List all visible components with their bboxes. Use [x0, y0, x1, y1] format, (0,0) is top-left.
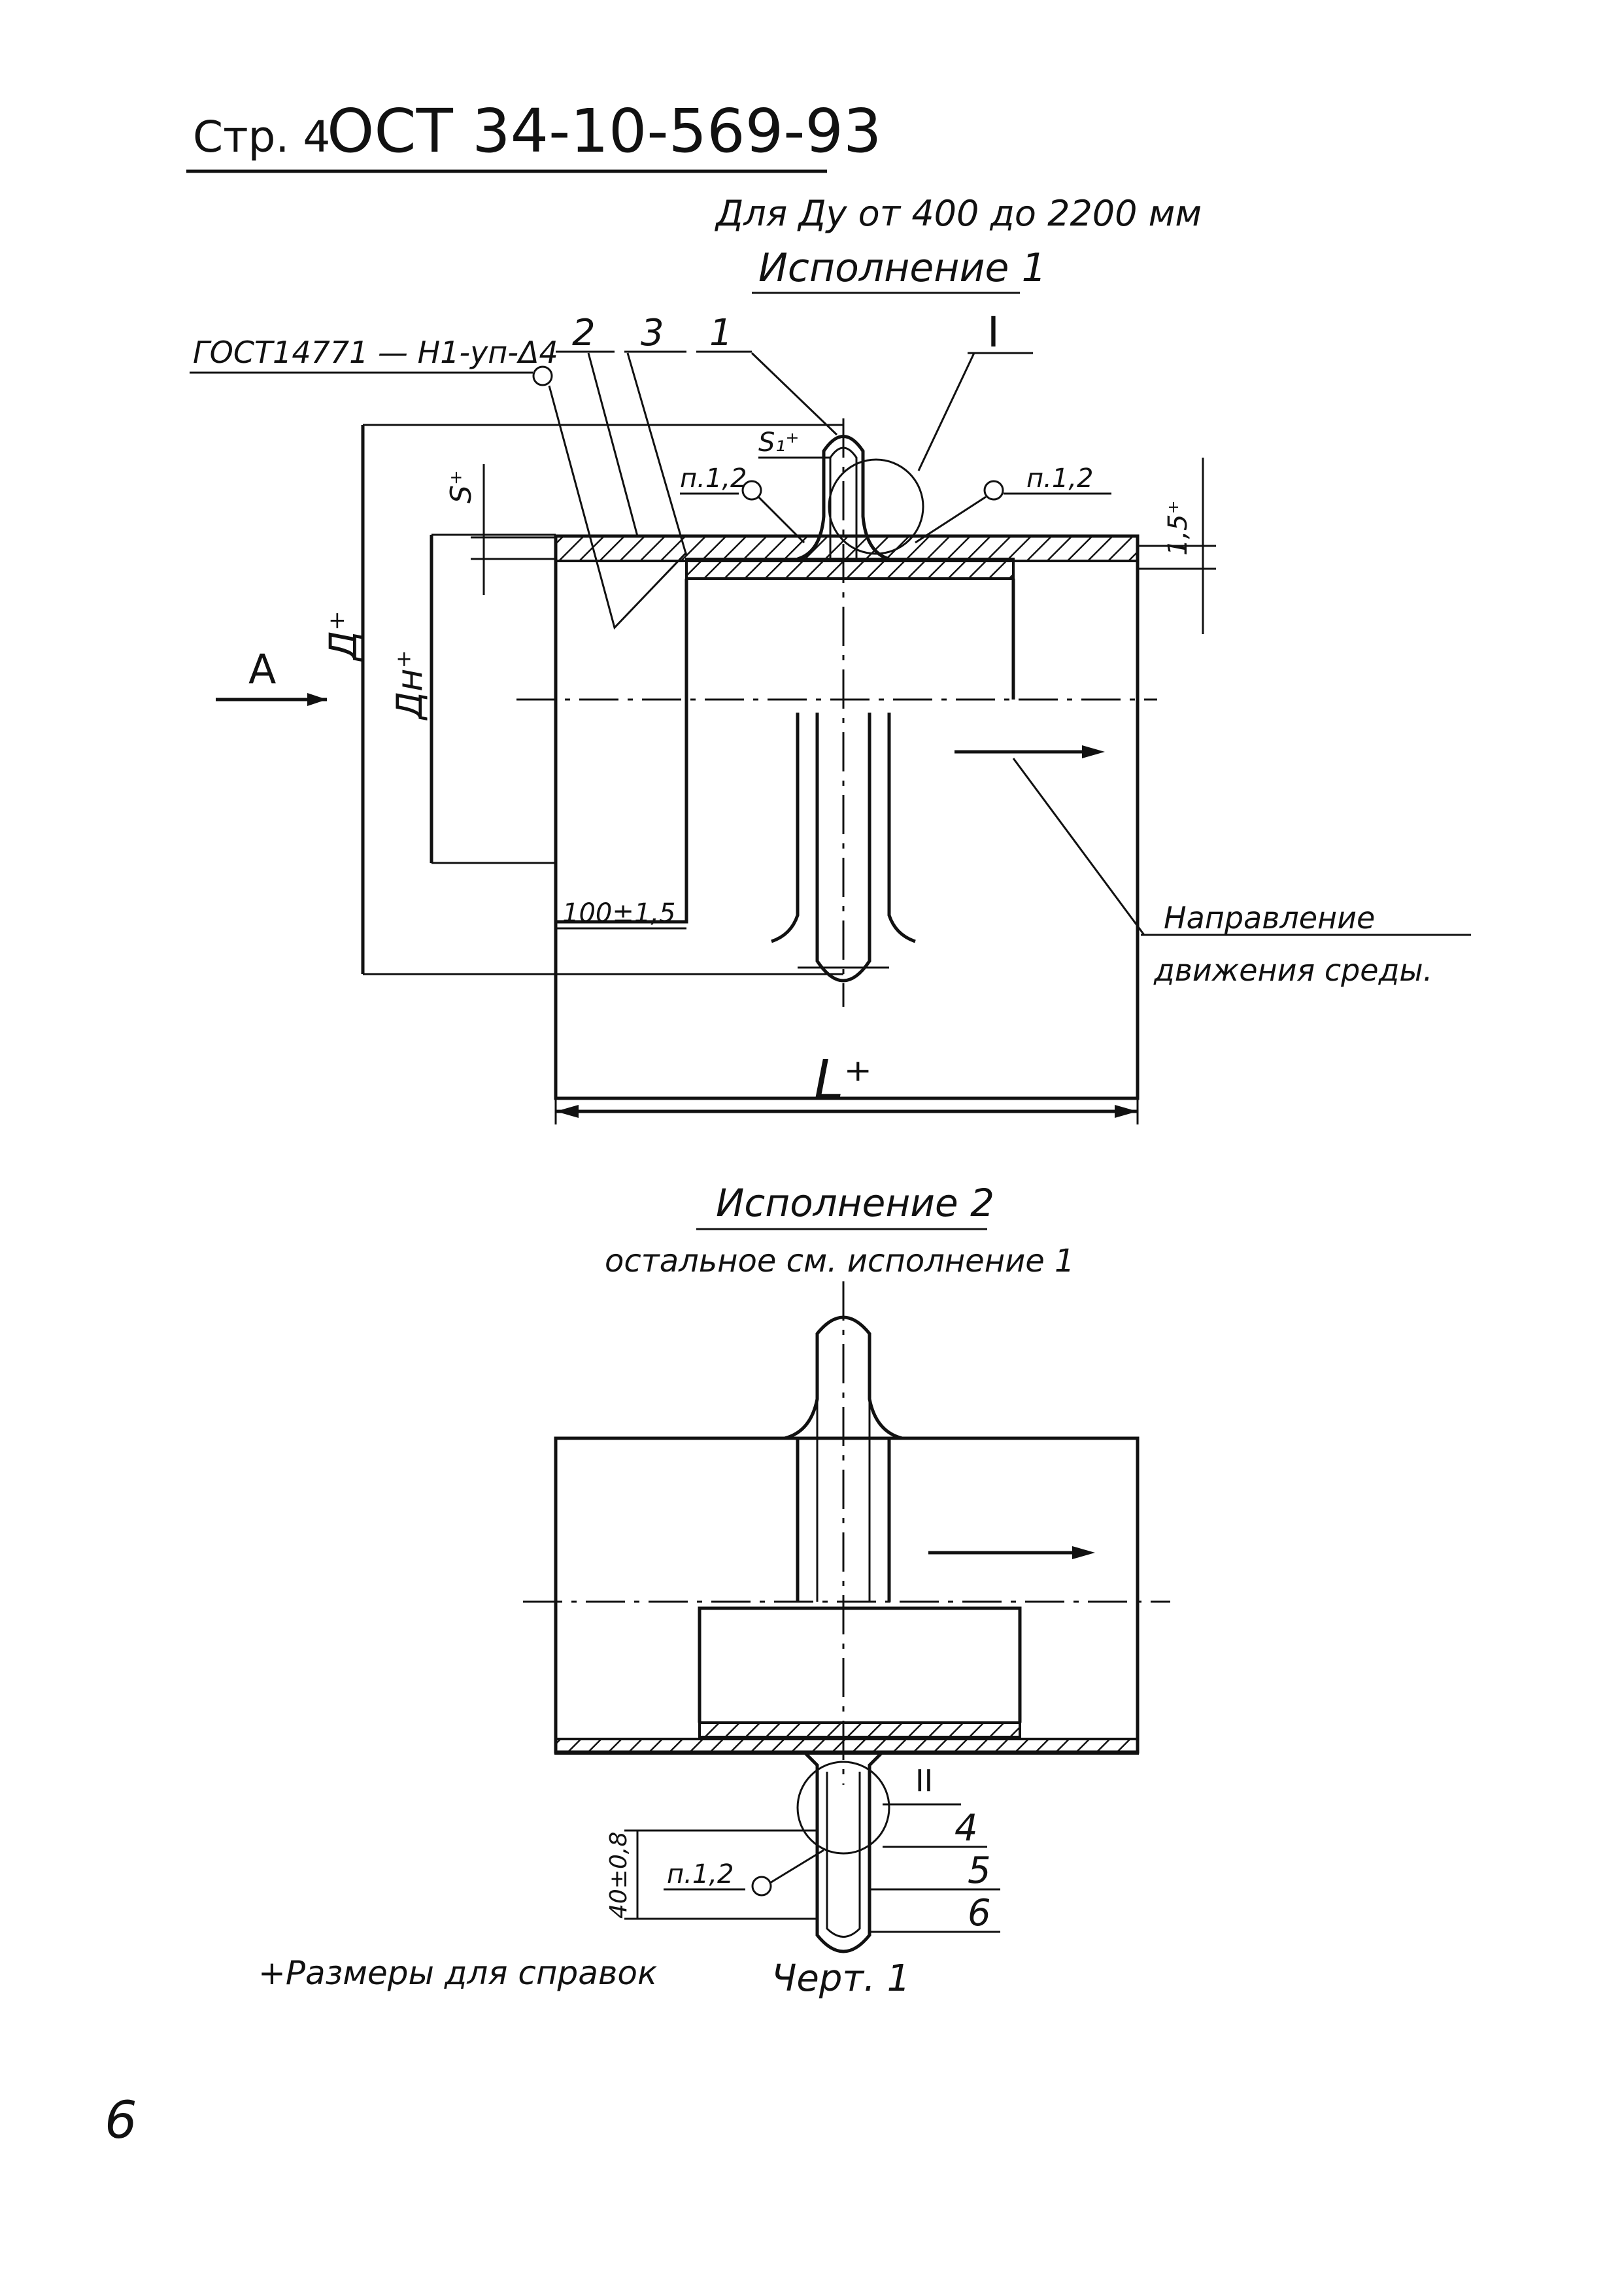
outer-pipe-wall-hatch-v2 — [554, 1738, 1139, 1755]
flow-arrowhead-v2 — [1072, 1546, 1095, 1559]
detail-II-label: II — [915, 1763, 933, 1798]
drawing-number: Черт. 1 — [771, 1957, 910, 2000]
page-number: 6 — [105, 2091, 137, 2150]
view-A-label: А — [248, 645, 276, 693]
lens-lower-left — [771, 713, 800, 943]
weld-note-right-circle — [983, 480, 1004, 501]
flow-leader — [1012, 758, 1145, 936]
lens-lower-inner — [815, 713, 871, 983]
position-4-label: 4 — [955, 1807, 978, 1849]
reference-note: +Размеры для справок — [258, 1954, 657, 1992]
lens-lower-v2 — [803, 1751, 884, 1953]
Dn-dimension: Дн⁺ — [389, 650, 430, 720]
pos2-leader — [587, 352, 639, 537]
view-A-arrowhead — [307, 693, 327, 706]
L-arrow-right — [1115, 1105, 1138, 1118]
dim-100: 100±1,5 — [562, 898, 675, 928]
weld-note-v2: п.1,2 — [667, 1859, 734, 1889]
position-5-label: 5 — [968, 1849, 991, 1892]
weld-note-v2-circle — [751, 1876, 772, 1897]
flow-direction-label-2: движения среды. — [1153, 953, 1432, 988]
D-dimension: Д⁺ — [321, 611, 365, 662]
standard-number: ОСТ 34-10-569-93 — [327, 96, 881, 166]
lens-upper-inner — [829, 447, 858, 559]
dim-40: 40±0,8 — [605, 1832, 632, 1919]
weld-note-v2-leader — [769, 1849, 824, 1884]
s1-dimension: S₁⁺ — [758, 428, 800, 458]
page-label: Стр. 4 — [193, 112, 330, 162]
outer-pipe-wall-hatch — [554, 535, 1139, 562]
weld-note-left-circle — [741, 480, 762, 501]
flow-arrowhead-v1 — [1082, 745, 1105, 758]
lens-upper-outer — [797, 435, 890, 561]
dim-1-5: 1,5⁺ — [1163, 500, 1193, 556]
position-6-label: 6 — [968, 1892, 991, 1934]
position-2-label: 2 — [572, 312, 596, 354]
inner-sleeve-left — [556, 579, 688, 924]
lens-upper-v2 — [784, 1315, 903, 1440]
L-dimension: L⁺ — [814, 1049, 872, 1111]
lens-lower-right — [887, 713, 916, 943]
detail-I-leader — [917, 352, 975, 471]
lens-lower-v2-inner — [826, 1772, 861, 1938]
weld-note-left: п.1,2 — [680, 464, 747, 494]
weld-marker-circle — [532, 365, 553, 386]
size-range: Для Ду от 400 до 2200 мм — [715, 193, 1202, 234]
L-arrow-left — [556, 1105, 579, 1118]
flow-direction-label-1: Направление — [1164, 900, 1375, 936]
detail-II-circle — [796, 1761, 890, 1855]
position-1-label: 1 — [709, 312, 733, 354]
position-3-label: 3 — [641, 312, 664, 354]
s-dimension: S⁺ — [445, 470, 478, 503]
weld-leader — [548, 385, 688, 630]
variant2-title: Исполнение 2 — [716, 1181, 994, 1225]
weld-note-right: п.1,2 — [1026, 464, 1093, 494]
pos1-leader — [751, 352, 838, 436]
weld-standard-label: ГОСТ14771 — Н1-уп-Δ4 — [193, 335, 558, 370]
inner-sleeve-hatch — [685, 558, 1015, 580]
inner-sleeve-hatch-v2 — [698, 1721, 1021, 1738]
variant1-title: Исполнение 1 — [758, 245, 1047, 291]
pipe-body-outline-v2 — [554, 1436, 1140, 1754]
detail-I-label: I — [987, 309, 1000, 357]
variant2-subtitle: остальное см. исполнение 1 — [605, 1243, 1075, 1279]
pipe-body-outline — [554, 534, 1140, 1100]
inner-sleeve-v2 — [698, 1606, 1022, 1723]
pos3-leader — [626, 352, 688, 556]
